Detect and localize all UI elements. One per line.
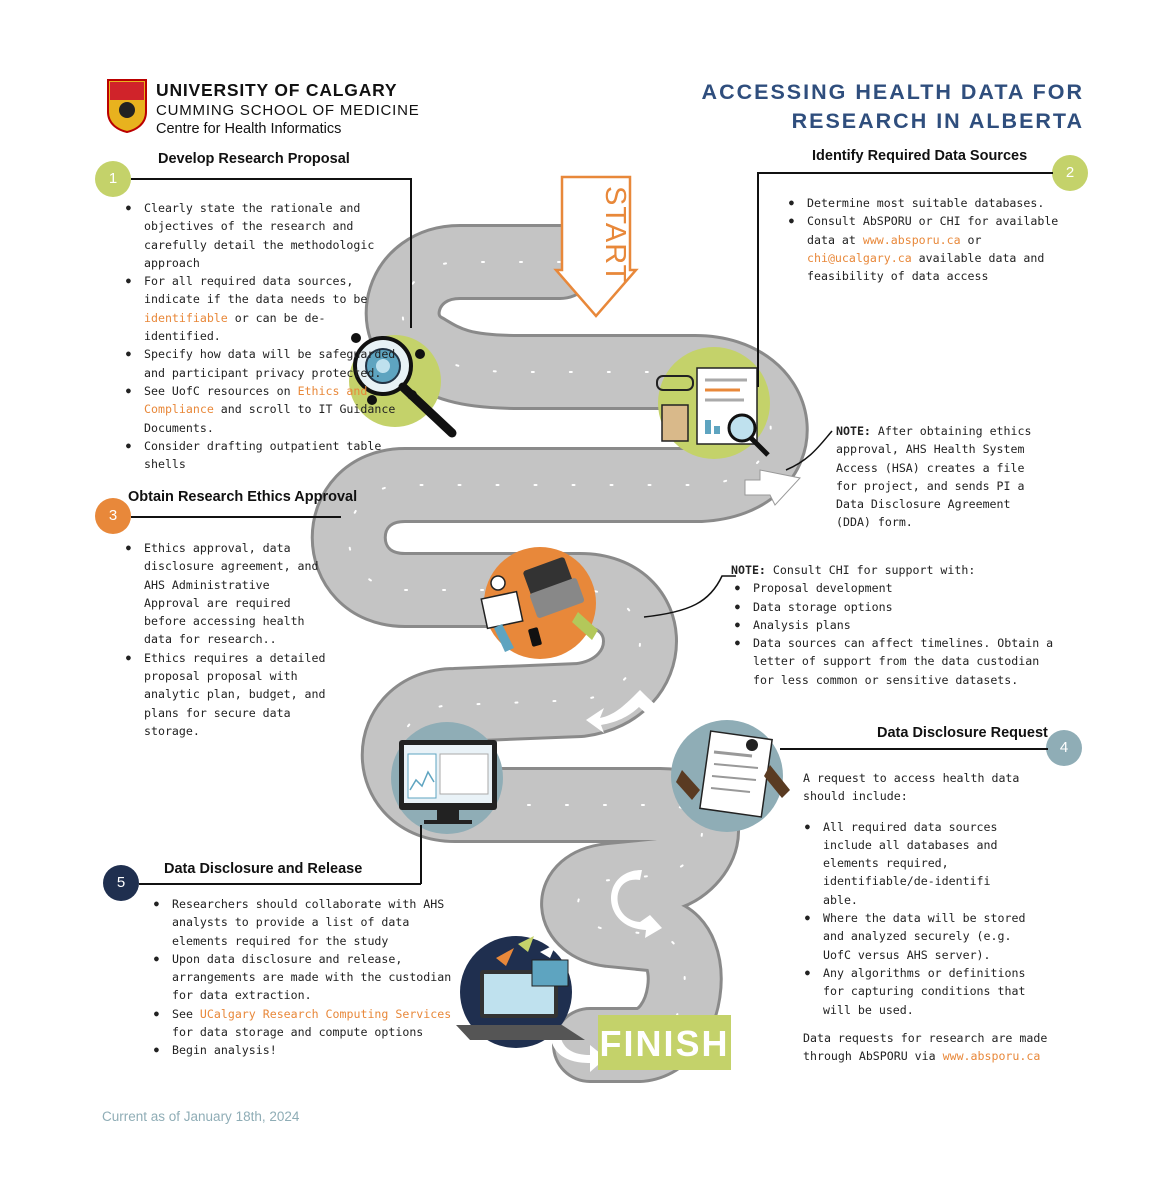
documents-illustration [656, 347, 770, 459]
chi-email-link[interactable]: chi@ucalgary.ca [807, 250, 912, 265]
step-2-list: Determine most suitable databases. Consu… [787, 194, 1059, 285]
step-3-item-2: Ethics requires a detailed proposal prop… [124, 649, 329, 740]
finish-box [598, 1015, 731, 1070]
road-arrow-loop [610, 870, 662, 938]
step-3-list: Ethics approval, data disclosure agreeme… [124, 539, 329, 740]
start-label: START [599, 186, 631, 284]
university-wordmark: UNIVERSITY OF CALGARY CUMMING SCHOOL OF … [156, 80, 420, 138]
absporu-link[interactable]: www.absporu.ca [862, 232, 961, 247]
step-1-item-2: For all required data sources, indicate … [124, 272, 399, 345]
page-title-line-1: ACCESSING HEALTH DATA FOR [701, 80, 1084, 104]
step-5-item-3: See UCalgary Research Computing Services… [152, 1005, 462, 1042]
note-1-text: After obtaining ethics approval, AHS Hea… [836, 424, 1032, 530]
step-3-badge: 3 [95, 498, 131, 534]
step-4-item-2: Where the data will be stored and analyz… [803, 909, 1028, 964]
note-1: NOTE: After obtaining ethics approval, A… [836, 422, 1036, 532]
step-2-item-2: Consult AbSPORU or CHI for available dat… [787, 212, 1059, 285]
step-5-badge: 5 [103, 865, 139, 901]
step-4-intro: A request to access health data should i… [803, 771, 1020, 804]
page-title-line-2: RESEARCH IN ALBERTA [791, 109, 1084, 133]
note-2: NOTE: Consult CHI for support with: Prop… [731, 561, 1061, 689]
note-2-list: Proposal development Data storage option… [733, 579, 1061, 689]
road-arrow-right [744, 469, 801, 506]
centre-name: Centre for Health Informatics [156, 121, 342, 137]
rcs-link[interactable]: UCalgary Research Computing Services [199, 1006, 452, 1021]
absporu-request-link[interactable]: www.absporu.ca [942, 1049, 1041, 1064]
step-5-list: Researchers should collaborate with AHS … [152, 895, 462, 1060]
note-2-label: NOTE: [731, 563, 766, 577]
monitor-illustration [391, 722, 503, 834]
step-5-title: Data Disclosure and Release [164, 861, 363, 877]
road-arrow-fork [638, 690, 700, 735]
step-3-title: Obtain Research Ethics Approval [128, 489, 358, 505]
step-1-list: Clearly state the rationale and objectiv… [124, 199, 399, 473]
start-arrow [553, 175, 639, 318]
laptop-desk-illustration [480, 547, 598, 659]
step-2-badge: 2 [1052, 155, 1088, 191]
step-4-body: A request to access health data should i… [803, 769, 1063, 1065]
step-5-item-4: Begin analysis! [152, 1041, 462, 1060]
note-2-item-2: Data storage options [733, 598, 1061, 617]
note-2-item-4: Data sources can affect timelines. Obtai… [733, 634, 1061, 689]
step-3-item-1: Ethics approval, data disclosure agreeme… [124, 539, 329, 649]
finish-arrow [550, 1030, 606, 1072]
currency-date: Current as of January 18th, 2024 [102, 1109, 300, 1124]
identifiable-link[interactable]: identifiable [144, 310, 228, 325]
note-1-label: NOTE: [836, 424, 871, 438]
crest-logo [107, 79, 147, 134]
university-name: UNIVERSITY OF CALGARY [156, 80, 398, 100]
laptop-planes-illustration [456, 936, 585, 1048]
step-4-badge: 4 [1046, 730, 1082, 766]
step-5-item-1: Researchers should collaborate with AHS … [152, 895, 462, 950]
step-1-item-1: Clearly state the rationale and objectiv… [124, 199, 399, 272]
note-2-connector [643, 575, 736, 618]
step-4-title: Data Disclosure Request [877, 725, 1048, 741]
finish-label: FINISH [599, 1023, 730, 1064]
step-4-item-3: Any algorithms or definitions for captur… [803, 964, 1028, 1019]
note-2-text: Consult CHI for support with: [765, 563, 976, 577]
step-1-badge: 1 [95, 161, 131, 197]
step-1-item-4: See UofC resources on Ethics and Complia… [124, 382, 399, 437]
note-2-item-1: Proposal development [733, 579, 1061, 598]
step-4-item-1: All required data sources include all da… [803, 818, 1028, 909]
note-1-connector [785, 430, 833, 471]
note-2-item-3: Analysis plans [733, 616, 1061, 635]
step-5-item-2: Upon data disclosure and release, arrang… [152, 950, 462, 1005]
school-name: CUMMING SCHOOL OF MEDICINE [156, 102, 420, 119]
step-4-list: All required data sources include all da… [803, 818, 1028, 1019]
step-4-footer: Data requests for research are made thro… [803, 1030, 1048, 1064]
step-2-item-1: Determine most suitable databases. [787, 194, 1059, 213]
ethics-compliance-link[interactable]: Ethics and Compliance [144, 383, 368, 417]
form-document-illustration [671, 720, 790, 832]
step-2-title: Identify Required Data Sources [812, 148, 1028, 164]
step-1-item-3: Specify how data will be safeguarded and… [124, 345, 399, 382]
step-1-item-5: Consider drafting outpatient table shell… [124, 437, 399, 474]
step-1-title: Develop Research Proposal [158, 151, 350, 167]
page-title: ACCESSING HEALTH DATA FOR RESEARCH IN AL… [702, 78, 1084, 136]
